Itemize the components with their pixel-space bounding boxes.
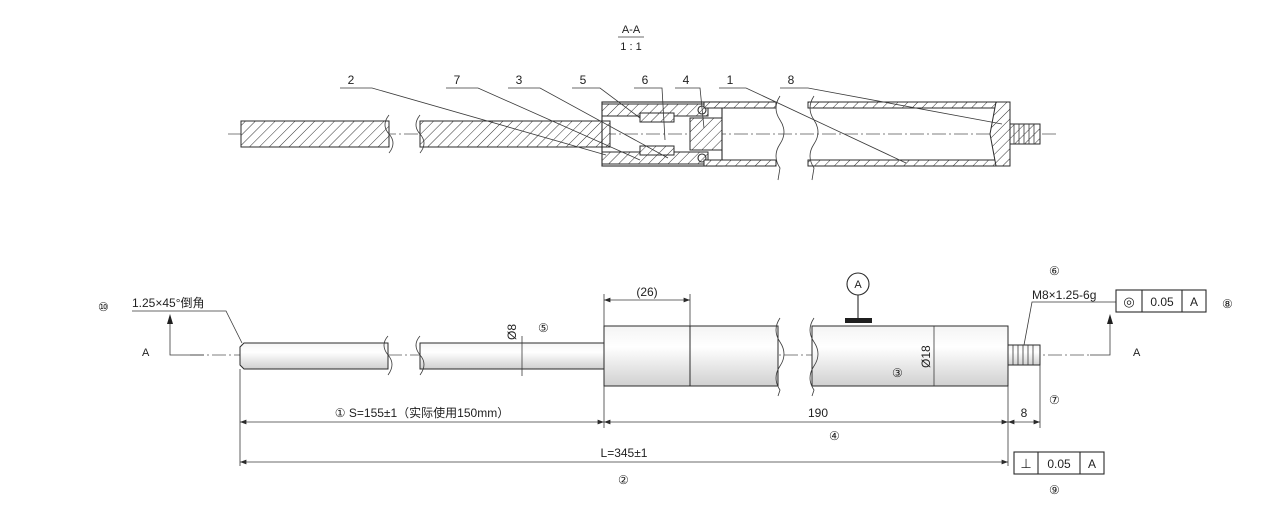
- perpendicularity-symbol: ⊥: [1020, 456, 1031, 471]
- rod-break-1: [383, 335, 393, 376]
- marker-6: ⑥: [1049, 264, 1060, 278]
- thread-end: [1007, 344, 1041, 366]
- section-break-1: [384, 114, 394, 154]
- section-seal-bottom: [639, 145, 675, 156]
- balloon-8: 8: [788, 73, 795, 87]
- section-head-outline: [601, 101, 723, 167]
- marker-2: ②: [618, 473, 629, 487]
- section-tube-break-2: [809, 95, 819, 181]
- section-mark-right: A: [1133, 347, 1141, 359]
- section-mark-left: A: [142, 347, 150, 359]
- dim-8: 8: [1021, 406, 1028, 420]
- datum-a-label: A: [854, 279, 862, 291]
- rod-break-2: [415, 335, 425, 376]
- section-tube-top-2: [807, 101, 1009, 109]
- marker-9: ⑨: [1049, 483, 1060, 497]
- marker-4: ④: [829, 429, 840, 443]
- section-tube-bottom-2: [807, 159, 1009, 167]
- guide-head: [603, 325, 691, 387]
- section-tube-break-1: [775, 95, 785, 181]
- thread-callout: M8×1.25-6g: [1032, 288, 1096, 302]
- marker-3: ③: [892, 366, 903, 380]
- section-arrow-right: [1090, 314, 1113, 356]
- section-oring-bottom: [697, 153, 707, 163]
- perpendicularity-datum: A: [1088, 457, 1096, 471]
- tube-break-2: [809, 317, 819, 397]
- concentricity-frame: [1115, 289, 1207, 313]
- dim-phi8: Ø8: [505, 324, 519, 340]
- section-thread-lines: [1013, 124, 1035, 144]
- tube-break-1: [775, 317, 785, 397]
- balloon-leaders: [340, 87, 1003, 164]
- section-rod-left: [240, 120, 390, 148]
- concentricity-symbol: ◎: [1123, 294, 1134, 309]
- dim-190: 190: [808, 406, 828, 420]
- section-arrow-left: [167, 314, 204, 356]
- balloon-2: 2: [348, 73, 355, 87]
- balloon-6: 6: [642, 73, 649, 87]
- tube-left: [689, 325, 779, 387]
- thread-lines: [1012, 345, 1034, 365]
- section-end-cap: [989, 101, 1011, 167]
- perpendicularity-value: 0.05: [1047, 457, 1071, 471]
- dim-stroke: ① S=155±1（实际使用150mm）: [335, 405, 509, 420]
- concentricity-datum: A: [1190, 295, 1198, 309]
- marker-8: ⑧: [1222, 297, 1233, 311]
- tube-right: [811, 325, 1009, 387]
- section-tube-top-1: [703, 101, 777, 109]
- balloon-7: 7: [454, 73, 461, 87]
- dim-length: L=345±1: [601, 446, 648, 460]
- thread-leader: [1023, 301, 1116, 346]
- perpendicularity-frame: [1013, 451, 1105, 475]
- dim-26: (26): [636, 285, 657, 299]
- section-thread-stud: [1009, 123, 1041, 145]
- chamfer-leader: [132, 310, 243, 344]
- balloon-1: 1: [727, 73, 734, 87]
- section-seal-top: [639, 112, 675, 123]
- section-view: A-A 1 : 1 2 7 3 5 6 4: [228, 24, 1058, 181]
- marker-10: ⑩: [98, 300, 109, 314]
- section-break-2: [415, 114, 425, 154]
- marker-5: ⑤: [538, 321, 549, 335]
- section-scale: 1 : 1: [620, 41, 641, 53]
- rod-right-segment: [419, 342, 605, 370]
- balloon-3: 3: [516, 73, 523, 87]
- datum-a-triangle: [845, 318, 872, 323]
- rod-left-segment: [239, 342, 389, 370]
- concentricity-value: 0.05: [1150, 295, 1174, 309]
- balloon-4: 4: [683, 73, 690, 87]
- section-piston: [689, 117, 723, 151]
- section-title: A-A: [622, 24, 641, 36]
- chamfer-note: 1.25×45°倒角: [132, 296, 205, 310]
- elevation-view: A A A ⑩ 1.25×45°倒角 (26) Ø8 ⑤ Ø18 ③ ⑥: [98, 264, 1233, 497]
- dim-phi18: Ø18: [919, 345, 933, 368]
- marker-7: ⑦: [1049, 393, 1060, 407]
- section-tube-bottom-1: [703, 159, 777, 167]
- balloon-5: 5: [580, 73, 587, 87]
